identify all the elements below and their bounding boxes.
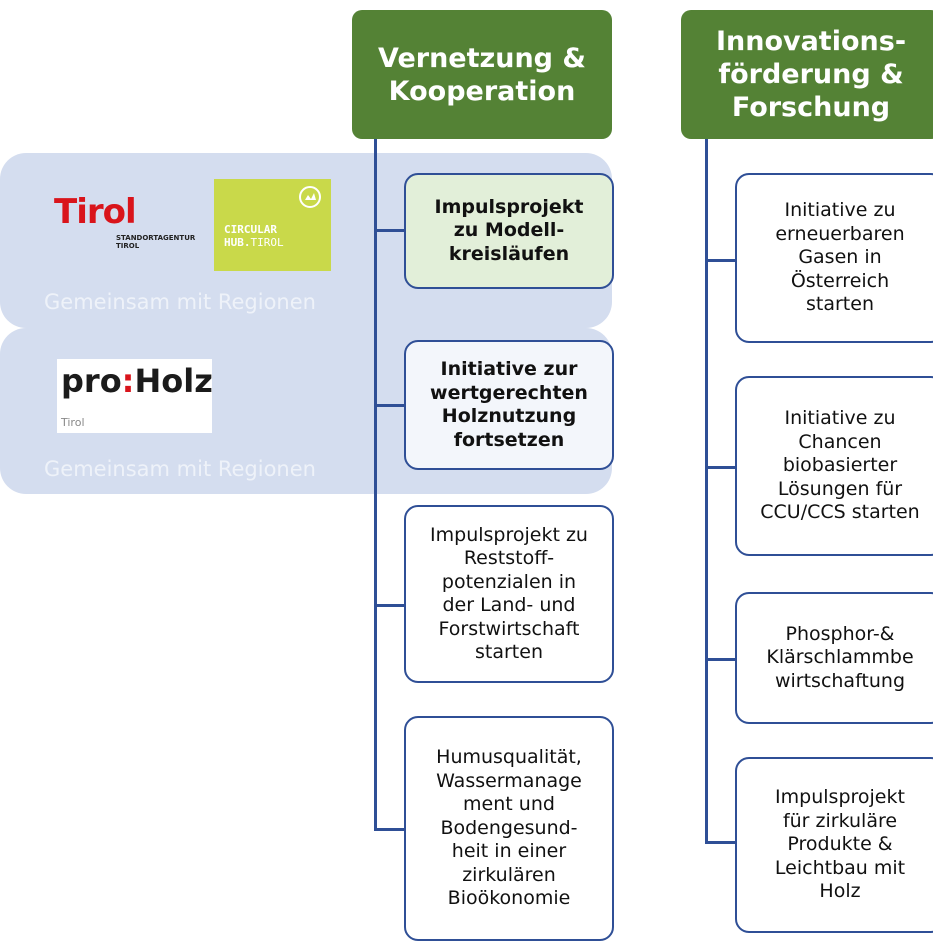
proholz-pro: pro [61, 362, 122, 400]
standortagentur-tirol-label: TIROL [116, 242, 140, 250]
connector-branch [374, 828, 404, 831]
item-erneuerbare-gase: Initiative zu erneuerbaren Gasen in Öste… [735, 173, 933, 343]
partner-caption: Gemeinsam mit Regionen [44, 457, 316, 481]
connector-branch [374, 229, 404, 232]
connector-trunk [374, 139, 377, 831]
proholz-colon: : [121, 362, 135, 400]
hub-label: HUB. [224, 236, 251, 249]
recycle-hub-icon [299, 186, 321, 208]
proholz-wordmark: pro:Holz [61, 363, 213, 399]
proholz-tirol-logo: pro:Holz Tirol [57, 359, 213, 433]
connector-branch [374, 404, 404, 407]
connector-branch [705, 841, 735, 844]
item-ccu-ccs: Initiative zu Chancen biobasierter Lösun… [735, 376, 933, 556]
column-header-innovation: Innovations- förderung & Forschung [681, 10, 933, 139]
column-header-vernetzung: Vernetzung & Kooperation [352, 10, 612, 139]
proholz-tirol-label: Tirol [61, 416, 85, 429]
standortagentur-tirol-logo: Tirol STANDORTAGENTUR TIROL [54, 192, 195, 263]
proholz-holz: Holz [134, 362, 213, 400]
hub-tirol-label: TIROL [250, 236, 284, 249]
item-impulsprojekt-modellkreislaeufe: Impulsprojekt zu Modell- kreisläufen [404, 173, 614, 289]
item-humusqualitaet: Humusqualität, Wassermanage ment und Bod… [404, 716, 614, 941]
standortagentur-label: STANDORTAGENTUR [116, 234, 196, 242]
connector-branch [705, 466, 735, 469]
hub-tirol-line: HUB.TIROL [224, 236, 284, 249]
item-zirkulaere-produkte: Impulsprojekt für zirkuläre Produkte & L… [735, 757, 933, 933]
circular-label: CIRCULAR [224, 223, 277, 236]
item-phosphor-klaerschlamm: Phosphor-& Klärschlammbe wirtschaftung [735, 592, 933, 724]
connector-trunk [705, 139, 708, 844]
item-impulsprojekt-reststoffpotenziale: Impulsprojekt zu Reststoff- potenzialen … [404, 505, 614, 683]
connector-branch [705, 658, 735, 661]
connector-branch [374, 604, 404, 607]
item-initiative-holznutzung: Initiative zur wertgerechten Holznutzung… [404, 340, 614, 470]
connector-branch [705, 259, 735, 262]
circular-hub-tirol-logo: CIRCULAR HUB.TIROL [214, 179, 331, 271]
tirol-wordmark: Tirol [54, 192, 137, 232]
partner-caption: Gemeinsam mit Regionen [44, 290, 316, 314]
